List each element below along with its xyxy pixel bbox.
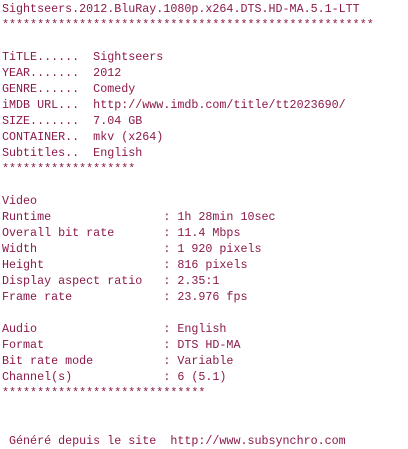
overall-bitrate-field: Overall bit rate : 11.4 Mbps: [2, 226, 241, 240]
aspect-ratio-field: Display aspect ratio : 2.35:1: [2, 274, 220, 288]
blank-line: [2, 177, 374, 193]
frame-rate-field: Frame rate : 23.976 fps: [2, 290, 248, 304]
blank-line: [2, 305, 374, 321]
subtitles-field: Subtitles.. English: [2, 146, 143, 160]
height-field: Height : 816 pixels: [2, 258, 248, 272]
width-field: Width : 1 920 pixels: [2, 242, 262, 256]
channels-field: Channel(s) : 6 (5.1): [2, 370, 227, 384]
genre-field: GENRE...... Comedy: [2, 82, 136, 96]
container-field: CONTAINER.. mkv (x264): [2, 130, 164, 144]
separator-rule: ****************************************…: [2, 18, 374, 32]
nfo-text-block: Sightseers.2012.BluRay.1080p.x264.DTS.HD…: [2, 1, 374, 449]
audio-format-field: Format : DTS HD-MA: [2, 338, 241, 352]
size-field: SIZE....... 7.04 GB: [2, 114, 143, 128]
generated-by-footer: Généré depuis le site http://www.subsync…: [2, 434, 346, 448]
runtime-field: Runtime : 1h 28min 10sec: [2, 210, 276, 224]
imdb-url-field: iMDB URL... http://www.imdb.com/title/tt…: [2, 98, 346, 112]
blank-line: [2, 401, 374, 417]
year-field: YEAR....... 2012: [2, 66, 122, 80]
audio-language-field: Audio : English: [2, 322, 227, 336]
release-name: Sightseers.2012.BluRay.1080p.x264.DTS.HD…: [2, 2, 360, 16]
separator-rule: *****************************: [2, 386, 206, 400]
blank-line: [2, 33, 374, 49]
title-field: TiTLE...... Sightseers: [2, 50, 164, 64]
separator-rule: *******************: [2, 162, 136, 176]
video-section-heading: Video: [2, 194, 38, 208]
bitrate-mode-field: Bit rate mode : Variable: [2, 354, 234, 368]
blank-line: [2, 417, 374, 433]
